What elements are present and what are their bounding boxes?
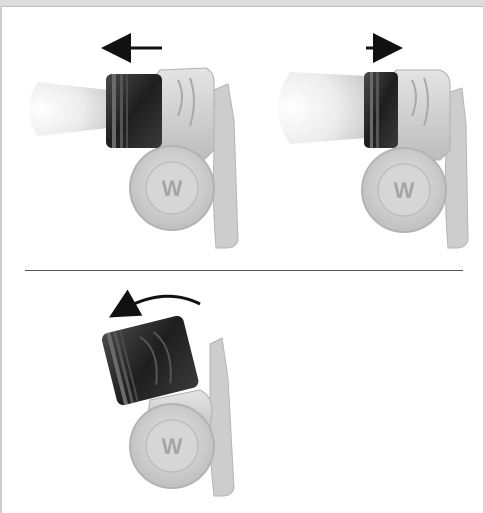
panel-tilt: W <box>101 289 235 497</box>
top-border <box>0 0 485 7</box>
panel-extended: W <box>29 33 239 249</box>
brand-knob: W <box>129 145 215 231</box>
left-border <box>0 6 2 513</box>
brand-w-logo: W <box>394 178 415 203</box>
housing-ridges <box>177 77 195 127</box>
light-beam <box>29 82 108 136</box>
clip-plate <box>209 337 235 497</box>
panel-retracted: W <box>278 33 469 249</box>
section-divider <box>25 270 463 271</box>
clip-plate <box>444 87 469 249</box>
lens-head-tilted <box>101 315 199 406</box>
brand-knob: W <box>361 147 447 233</box>
light-beam <box>278 72 366 144</box>
lens-head <box>106 74 162 148</box>
clip-plate <box>212 83 239 249</box>
brand-w-logo: W <box>162 176 183 201</box>
brand-knob: W <box>129 403 215 489</box>
arrow-curved-tilt <box>108 289 201 318</box>
right-border <box>483 6 485 513</box>
housing-ridges <box>411 77 429 127</box>
lens-head <box>364 72 398 148</box>
brand-w-logo: W <box>162 434 183 459</box>
